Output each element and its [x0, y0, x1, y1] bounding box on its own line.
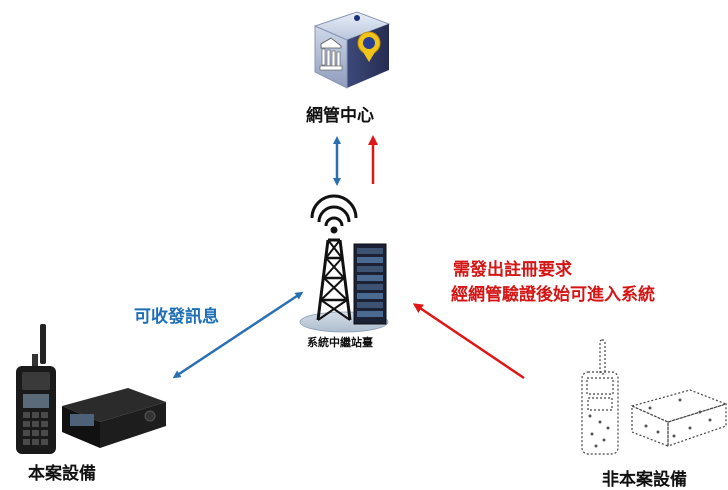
radio-tower-icon — [298, 194, 398, 350]
register-requirement-line2: 經網管驗證後始可進入系統 — [451, 285, 655, 305]
foreign-equipment-label: 非本案設備 — [602, 470, 687, 490]
faded-radio-devices-icon — [570, 336, 728, 456]
own-equipment-label: 本案設備 — [28, 464, 96, 484]
building-icon — [305, 8, 393, 92]
can-communicate-annotation: 可收發訊息 — [134, 307, 219, 327]
radio-devices-icon — [10, 320, 170, 456]
own-equipment-two-way-arrow — [172, 291, 304, 379]
foreign-registration-arrow — [412, 303, 525, 380]
relay-station-label: 系統中繼站臺 — [307, 336, 373, 349]
network-center-label: 網管中心 — [306, 106, 374, 126]
register-requirement-line1: 需發出註冊要求 — [453, 260, 572, 280]
